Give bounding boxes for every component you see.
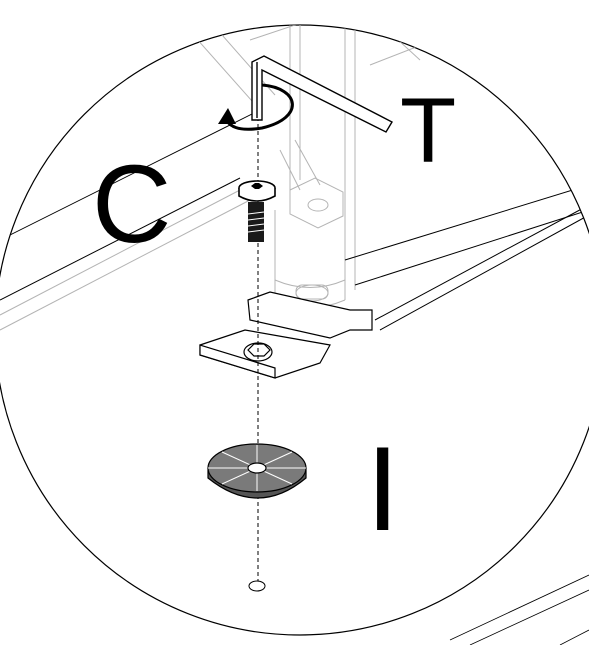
- label-c: C: [92, 143, 171, 266]
- floor-lines-outside: [450, 575, 589, 645]
- label-t: T: [400, 80, 456, 182]
- label-i: I: [366, 422, 399, 556]
- floor-hole: [249, 581, 265, 591]
